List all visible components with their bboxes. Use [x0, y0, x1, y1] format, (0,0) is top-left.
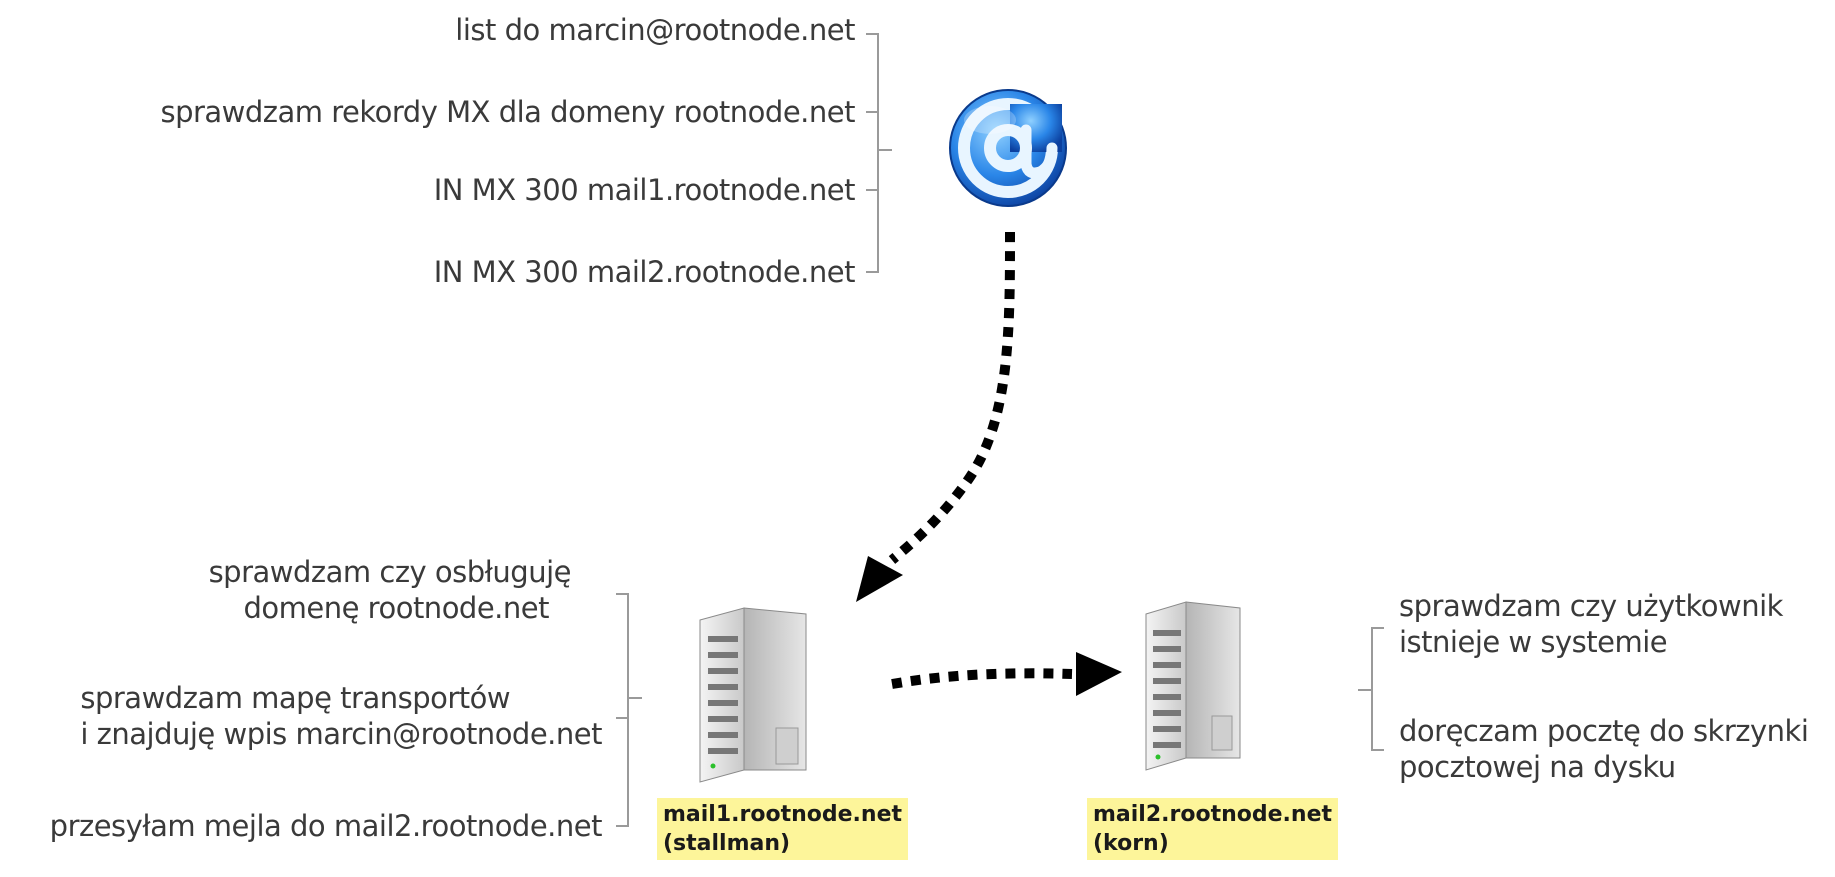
- mail2-name: (korn): [1093, 831, 1169, 856]
- top-step-1: list do marcin@rootnode.net: [455, 13, 855, 47]
- mail2-step-1-line-2: istnieje w systemie: [1399, 625, 1668, 659]
- top-step-2: sprawdzam rekordy MX dla domeny rootnode…: [160, 95, 855, 129]
- mail2-step-2: doręczam pocztę do skrzynki pocztowej na…: [1399, 713, 1809, 785]
- mail1-name: (stallman): [663, 831, 791, 856]
- top-bracket: [866, 33, 892, 273]
- mail1-step-1-line-2: domenę rootnode.net: [243, 591, 549, 625]
- mail1-host: mail1.rootnode.net: [663, 802, 903, 827]
- mail1-bracket: [616, 593, 642, 827]
- mail2-host: mail2.rootnode.net: [1093, 802, 1333, 827]
- mail2-step-1-line-1: sprawdzam czy użytkownik: [1399, 589, 1783, 623]
- mail2-step-2-line-2: pocztowej na dysku: [1399, 750, 1676, 784]
- mail2-server-icon: [1145, 601, 1241, 771]
- mail1-step-2: sprawdzam mapę transportów i znajduję wp…: [80, 680, 602, 752]
- mail1-step-3: przesyłam mejla do mail2.rootnode.net: [49, 809, 603, 843]
- mail2-step-1: sprawdzam czy użytkownik istnieje w syst…: [1399, 588, 1783, 660]
- mail1-step-2-line-2: i znajduję wpis marcin@rootnode.net: [80, 717, 602, 751]
- top-step-3: IN MX 300 mail1.rootnode.net: [433, 173, 856, 207]
- mail2-step-2-line-1: doręczam pocztę do skrzynki: [1399, 714, 1809, 748]
- mail1-step-1-line-1: sprawdzam czy osbługuję: [208, 555, 572, 589]
- mail1-server-icon: [699, 607, 807, 783]
- mail2-label: mail2.rootnode.net (korn): [1087, 798, 1339, 860]
- top-step-4: IN MX 300 mail2.rootnode.net: [433, 255, 856, 289]
- arrow-email-to-mail1: [856, 231, 1015, 602]
- mail2-bracket: [1358, 627, 1384, 751]
- at-sign-icon: [949, 89, 1067, 207]
- mail1-step-1: sprawdzam czy osbługuję domenę rootnode.…: [209, 554, 585, 626]
- mail1-label: mail1.rootnode.net (stallman): [657, 798, 909, 860]
- arrow-mail1-to-mail2: [891, 652, 1122, 696]
- mail1-step-2-line-1: sprawdzam mapę transportów: [80, 681, 511, 715]
